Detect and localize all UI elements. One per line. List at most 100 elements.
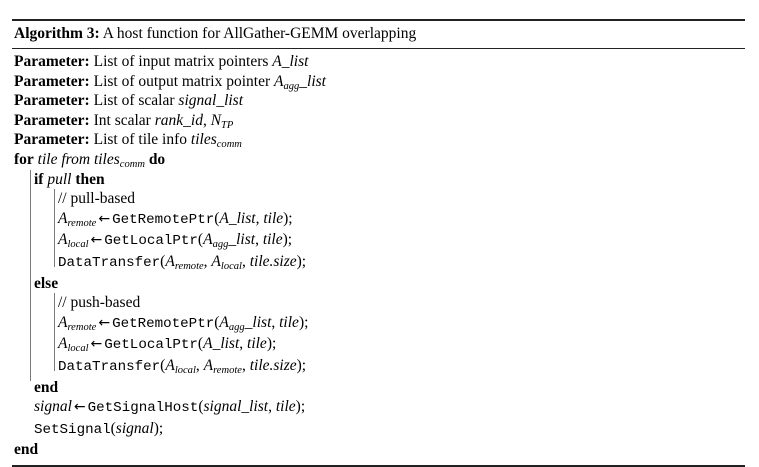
else-statement-header: else <box>14 274 745 294</box>
for-loop-header: for tile from tilescomm do <box>14 150 745 170</box>
call-data-transfer-pull: DataTransfer(Aremote, Alocal, tile.size)… <box>14 252 745 274</box>
open-paren: ( <box>214 313 220 331</box>
assign-arrow: ← <box>98 210 111 227</box>
parameter-text: List of input matrix pointers <box>93 53 269 70</box>
call-set-signal: SetSignal(signal); <box>14 419 745 441</box>
arg-a-agg-list: Aagg_list <box>203 231 256 251</box>
assign-arrow: ← <box>90 336 103 353</box>
fn-get-signal-host: GetSignalHost <box>87 400 199 417</box>
parameter-line-4: Parameter: Int scalar rank_id, NTP <box>14 111 745 131</box>
comma: , <box>271 313 280 331</box>
parameter-text: List of output matrix pointer <box>93 72 271 90</box>
open-paren: ( <box>197 231 204 249</box>
var-a-local: Alocal <box>58 231 89 251</box>
comment-push-based: // push-based <box>14 293 745 313</box>
comma: , <box>255 231 263 249</box>
close-paren-semicolon: ); <box>296 356 307 374</box>
for-keyword: for <box>14 150 34 168</box>
algorithm-label: Algorithm 3: <box>14 25 100 42</box>
fn-get-remote-ptr: GetRemotePtr <box>112 315 215 332</box>
parameter-keyword: Parameter: <box>14 72 90 90</box>
comment-text: // pull-based <box>58 190 136 208</box>
parameter-line-2: Parameter: List of output matrix pointer… <box>14 72 745 92</box>
parameter-line-3: Parameter: List of scalar signal_list <box>14 91 745 111</box>
end-for-keyword-line: end <box>14 440 745 460</box>
close-paren-semicolon: ); <box>153 419 164 437</box>
comment-text: // push-based <box>58 294 141 312</box>
parameter-line-1: Parameter: List of input matrix pointers… <box>14 52 745 72</box>
close-paren-semicolon: ); <box>295 398 306 416</box>
comment-pull-based: // pull-based <box>14 189 745 209</box>
arg-tile: tile <box>263 209 284 227</box>
if-statement-header: if pull then <box>14 170 745 190</box>
open-paren: ( <box>198 398 204 416</box>
close-paren-semicolon: ); <box>266 335 277 353</box>
arg-a-local: Alocal <box>165 356 196 376</box>
fn-get-local-ptr: GetLocalPtr <box>104 337 198 354</box>
algorithm-caption: Algorithm 3: A host function for AllGath… <box>12 21 745 46</box>
fn-get-local-ptr: GetLocalPtr <box>104 233 198 250</box>
indent-guide-outer <box>30 169 31 381</box>
arg-signal: signal <box>115 419 154 437</box>
var-a-remote: Aremote <box>58 209 97 229</box>
arg-tile: tile <box>262 231 283 249</box>
for-loop-body: if pull then // pull-based Aremote←GetRe… <box>14 169 745 441</box>
algorithm-title: A host function for AllGather-GEMM overl… <box>102 25 417 42</box>
fn-data-transfer: DataTransfer <box>58 358 161 375</box>
arg-a-remote: Aremote <box>203 356 242 376</box>
parameter-line-5: Parameter: List of tile info tilescomm <box>14 130 745 150</box>
for-iterable: tilescomm <box>93 150 145 170</box>
if-condition: pull <box>47 170 72 188</box>
fn-data-transfer: DataTransfer <box>58 254 161 271</box>
fn-set-signal: SetSignal <box>34 421 111 438</box>
call-data-transfer-push: DataTransfer(Alocal, Aremote, tile.size)… <box>14 356 745 378</box>
close-paren-semicolon: ); <box>283 209 293 227</box>
arg-tile: tile <box>279 313 299 331</box>
comma: , <box>239 335 248 353</box>
var-a-local: Alocal <box>58 335 89 355</box>
close-paren-semicolon: ); <box>298 313 309 331</box>
parameter-var-tiles-comm: tilescomm <box>190 131 242 151</box>
end-if-keyword-line: end <box>14 378 745 398</box>
arg-tile-size: tile.size <box>249 356 297 374</box>
then-keyword: then <box>75 170 105 188</box>
arg-tile-size: tile.size <box>249 252 297 270</box>
parameter-var-n-tp: NTP <box>210 111 234 131</box>
arg-a-list: A_list <box>203 335 240 353</box>
indent-guide-inner-if <box>54 189 55 268</box>
assign-arrow: ← <box>98 314 111 331</box>
parameter-keyword: Parameter: <box>14 92 90 110</box>
comma: , <box>195 356 204 374</box>
end-keyword: end <box>34 378 59 396</box>
arg-a-agg-list: Aagg_list <box>219 313 272 333</box>
parameter-var-a-agg-list: Aagg_list <box>274 72 326 92</box>
assign-a-remote-push: Aremote←GetRemotePtr(Aagg_list, tile); <box>14 313 745 335</box>
fn-get-remote-ptr: GetRemotePtr <box>112 211 215 228</box>
end-keyword: end <box>14 441 39 459</box>
arg-tile: tile <box>247 335 267 353</box>
open-paren: ( <box>214 209 220 227</box>
assign-a-local-push: Alocal←GetLocalPtr(A_list, tile); <box>14 334 745 356</box>
top-rule <box>12 19 745 21</box>
comma: , <box>268 398 276 416</box>
parameter-keyword: Parameter: <box>14 53 90 70</box>
open-paren: ( <box>160 356 166 374</box>
arg-a-local: Alocal <box>211 252 242 272</box>
comma: , <box>241 252 250 270</box>
assign-arrow: ← <box>90 232 103 249</box>
var-a-remote: Aremote <box>58 313 97 333</box>
else-branch-body: // push-based Aremote←GetRemotePtr(Aagg_… <box>14 293 745 377</box>
parameter-keyword: Parameter: <box>14 111 90 129</box>
comma: , <box>255 209 264 227</box>
comma: , <box>241 356 250 374</box>
open-paren: ( <box>197 335 204 353</box>
parameter-text: Int scalar <box>93 111 151 129</box>
comma: , <box>203 252 212 270</box>
parameter-var-rank-id: rank_id <box>154 111 203 129</box>
comma: , <box>202 111 207 129</box>
parameter-text: List of tile info <box>93 131 188 149</box>
arg-a-list: A_list <box>219 209 256 227</box>
else-keyword: else <box>34 274 59 292</box>
indent-guide-inner-else <box>54 293 55 372</box>
for-expression: tile from <box>37 150 91 168</box>
